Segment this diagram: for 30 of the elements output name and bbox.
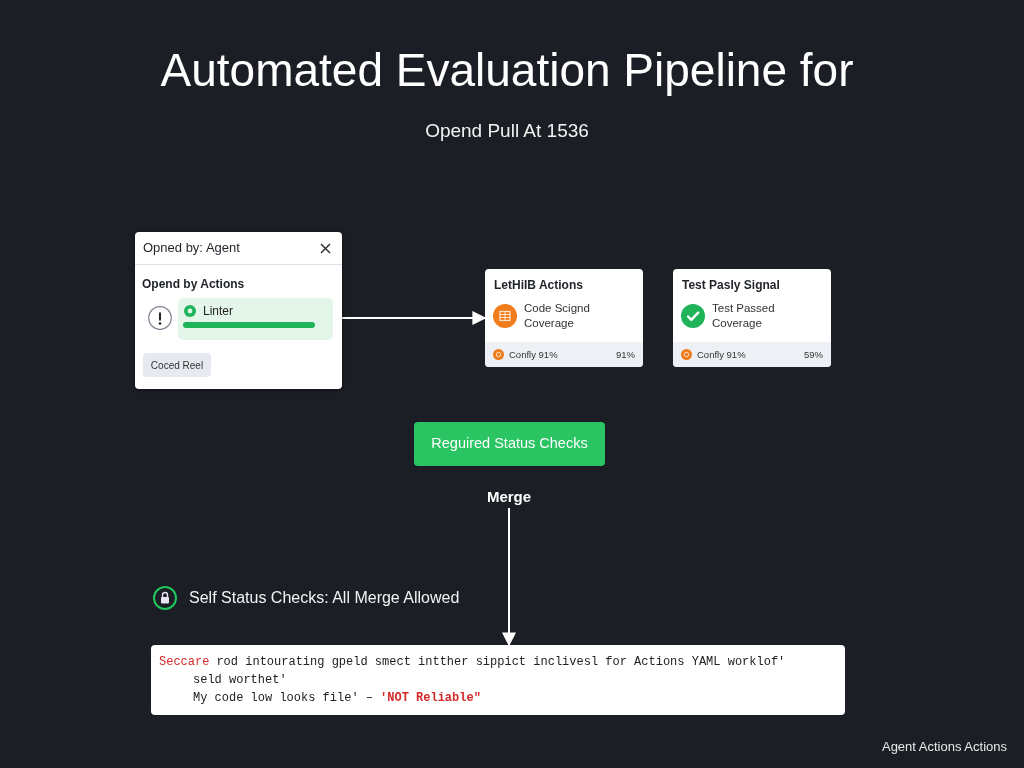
card-text: Test Passed Coverage (712, 301, 776, 331)
code-keyword: Seccare (159, 654, 210, 671)
subtitle: Opend Pull At 1536 (424, 119, 590, 143)
code-text: seld worthet' (193, 672, 287, 689)
arrow (502, 507, 516, 647)
metric-value: 59% (804, 348, 823, 361)
code-panel (151, 645, 845, 715)
card-title: Opned by: Agent (143, 240, 240, 256)
status-card (673, 269, 831, 367)
status-card (485, 269, 643, 367)
checks-button: Reguired Status Checks (414, 422, 605, 466)
page-title: Automated Evaluation Pipeline for (159, 43, 855, 98)
metric-text: Confly 91% (697, 348, 746, 361)
arrow (341, 311, 487, 325)
metric-text: Confly 91% (509, 348, 558, 361)
code-text: rod intourating gpeld smect intther sippict inclivesl for Actions YAML worklof' (216, 654, 786, 671)
card-title: LetHiIB Actions (494, 278, 584, 293)
card (135, 232, 342, 389)
check-name: Linter (203, 303, 234, 319)
action-button: Coced Reel (143, 353, 211, 377)
card-text: Code Scignd Coverage (524, 301, 591, 331)
step-label: Merge (470, 486, 548, 508)
section-title: Opend by Actions (142, 276, 245, 292)
status-text: Self Status Checks: All Merge Allowed (189, 588, 460, 608)
code-text: My code low looks file' – (193, 690, 374, 707)
metric-value: 91% (616, 348, 635, 361)
check-panel (178, 298, 333, 340)
card-title: Test Pasly Signal (682, 278, 781, 293)
footer-text: Agent Actions Actions (881, 738, 1007, 756)
warning-text: 'NOT Reliable" (380, 690, 481, 707)
